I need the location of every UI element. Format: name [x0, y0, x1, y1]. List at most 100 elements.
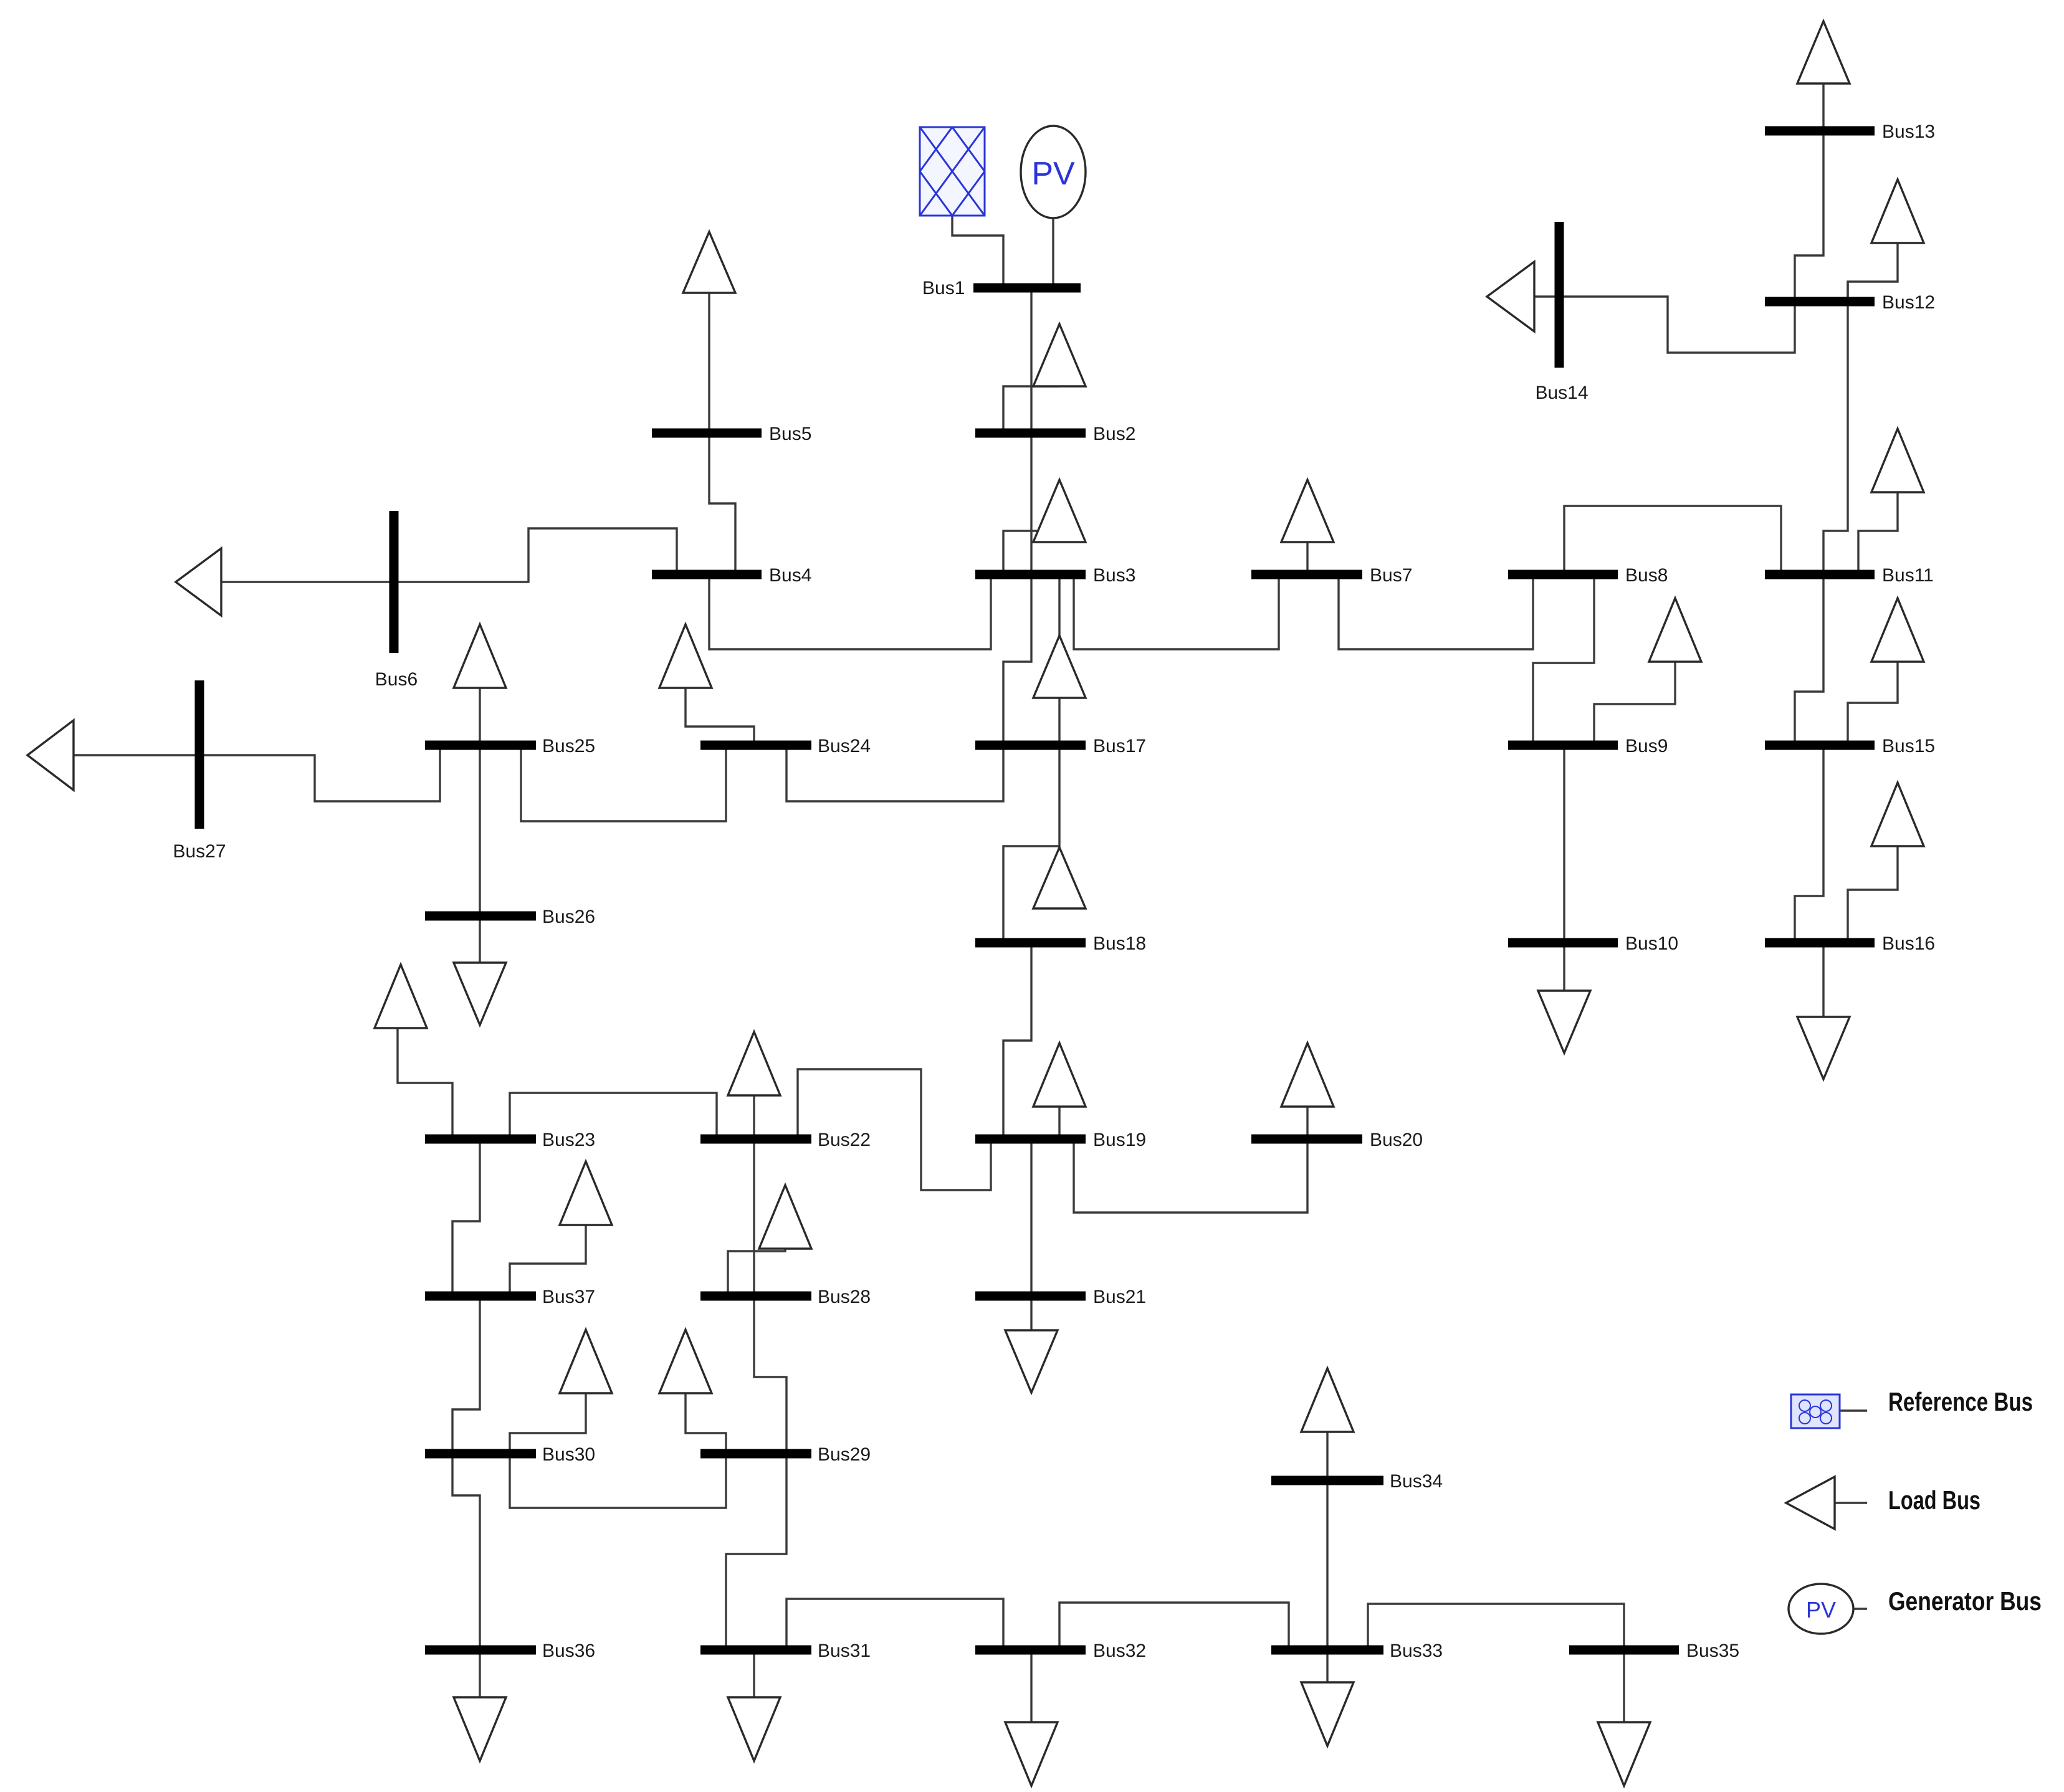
- load-bus36-icon: [452, 1696, 508, 1764]
- load-bus29-icon: [657, 1327, 714, 1394]
- wire-bus31-bus32: [785, 1598, 1005, 1650]
- bus34-label: Bus34: [1390, 1471, 1443, 1492]
- wire-bus28-bus29: [753, 1296, 788, 1454]
- load-bus35-icon: [1596, 1721, 1652, 1789]
- wire-bus18-bus19: [1002, 943, 1033, 1139]
- load-bus14-icon: [1485, 259, 1536, 334]
- bus21-label: Bus21: [1093, 1287, 1146, 1307]
- load-bus37-icon: [558, 1158, 614, 1226]
- load-bus21-icon: [1003, 1329, 1059, 1396]
- wire-bus30-bus36: [451, 1454, 481, 1650]
- load-bus10-icon: [1536, 989, 1592, 1056]
- wire-bus33-bus35: [1367, 1603, 1625, 1650]
- bus-bars: [194, 126, 1875, 1655]
- bus9-label: Bus9: [1625, 736, 1668, 756]
- legend: Reference Bus Load Bus PV Generator Bus: [1784, 1387, 2042, 1635]
- wire-bus7-bus8: [1337, 574, 1534, 651]
- wire-bus25-bus27: [199, 745, 441, 803]
- bus23-label: Bus23: [542, 1130, 595, 1150]
- bus30-label: Bus30: [542, 1444, 595, 1465]
- bus29-label: Bus29: [818, 1444, 871, 1465]
- wire-bus3-bus4: [708, 574, 992, 651]
- bus27-label: Bus27: [173, 841, 226, 862]
- bus6-label: Bus6: [375, 669, 418, 690]
- wire-bus13-bus12: [1794, 131, 1825, 302]
- loads: [26, 18, 1926, 1789]
- wire-bus32-bus33: [1058, 1601, 1290, 1650]
- bus18-label: Bus18: [1093, 933, 1146, 954]
- wire-bus11-bus15: [1794, 574, 1825, 745]
- load-bus12-icon: [1870, 176, 1926, 244]
- wire-bus9-load: [1593, 662, 1676, 745]
- wire-bus19-bus22: [796, 1068, 992, 1191]
- wire-bus15-load: [1847, 662, 1899, 745]
- wire-bus12-bus11: [1822, 282, 1849, 574]
- wire-bus28-load: [727, 1245, 786, 1296]
- generator-bus-symbol: PV: [1020, 125, 1087, 219]
- legend-generator-icon: PV: [1787, 1583, 1855, 1635]
- bus25-label: Bus25: [542, 736, 595, 756]
- load-bus27-icon: [26, 718, 75, 793]
- load-bus34-icon: [1299, 1365, 1355, 1433]
- wire-bus16-load: [1847, 846, 1899, 943]
- legend-pv-label: PV: [1806, 1597, 1836, 1623]
- wire-bus29-bus31: [725, 1454, 788, 1650]
- load-bus33-icon: [1299, 1681, 1355, 1749]
- bus7-label: Bus7: [1370, 565, 1412, 586]
- bus24-label: Bus24: [818, 736, 871, 756]
- load-bus7-icon: [1279, 477, 1335, 543]
- bus13-label: Bus13: [1882, 122, 1935, 142]
- load-bus28-icon: [757, 1182, 813, 1250]
- load-bus30-icon: [558, 1327, 614, 1394]
- wire-bus5-bus4: [708, 433, 737, 574]
- wire-bus3-bus17: [1002, 574, 1033, 745]
- wire-bus15-bus16: [1794, 745, 1825, 943]
- wire-bus22-bus23: [509, 1092, 718, 1139]
- bus37-label: Bus37: [542, 1287, 595, 1307]
- load-bus3-icon: [1031, 477, 1087, 543]
- generator-pv-label: PV: [1031, 156, 1075, 192]
- bus3-label: Bus3: [1093, 565, 1135, 586]
- bus15-label: Bus15: [1882, 736, 1935, 756]
- bus5-label: Bus5: [769, 424, 811, 444]
- bus4-label: Bus4: [769, 565, 811, 586]
- wire-bus3-bus7: [1073, 574, 1280, 651]
- bus36-label: Bus36: [542, 1641, 595, 1661]
- load-bus11-icon: [1870, 426, 1926, 493]
- bus11-label: Bus11: [1882, 565, 1934, 586]
- wire-bus30-load: [509, 1393, 587, 1454]
- load-bus32-icon: [1003, 1721, 1059, 1789]
- wire-bus24-load: [684, 688, 755, 745]
- load-bus16-down-icon: [1795, 1016, 1851, 1082]
- legend-generator-label: Generator Bus: [1888, 1586, 2042, 1616]
- load-bus22-icon: [726, 1029, 782, 1097]
- legend-reference-label: Reference Bus: [1888, 1387, 2033, 1416]
- wire-bus24-bus25: [520, 745, 727, 822]
- bus32-label: Bus32: [1093, 1641, 1146, 1661]
- bus14-label: Bus14: [1535, 383, 1588, 403]
- bus12-label: Bus12: [1882, 292, 1935, 313]
- bus20-label: Bus20: [1370, 1130, 1423, 1150]
- load-bus15-icon: [1870, 595, 1926, 663]
- bus10-label: Bus10: [1625, 933, 1678, 954]
- load-bus25-icon: [452, 621, 508, 689]
- bus26-label: Bus26: [542, 907, 595, 927]
- wire-bus37-bus30: [451, 1296, 481, 1454]
- load-bus9-icon: [1647, 595, 1703, 663]
- wire-bus12-load: [1847, 243, 1899, 302]
- bus35-label: Bus35: [1686, 1641, 1739, 1661]
- load-bus16-icon: [1870, 779, 1926, 847]
- wire-bus29-load: [684, 1393, 727, 1454]
- wire-bus12-bus14: [1559, 295, 1796, 354]
- wire-ref-to-bus1: [951, 216, 1005, 288]
- bus-labels: Bus1 Bus2 Bus3 Bus4 Bus5 Bus6 Bus7 Bus8 …: [173, 122, 1935, 1661]
- wire-bus23-load: [396, 1028, 454, 1139]
- wire-bus11-load: [1857, 492, 1899, 574]
- bus17-label: Bus17: [1093, 736, 1146, 756]
- connection-lines: [74, 83, 1899, 1722]
- wire-bus19-bus20: [1073, 1139, 1309, 1214]
- wire-bus8-bus11: [1563, 505, 1782, 574]
- bus8-label: Bus8: [1625, 565, 1668, 586]
- load-bus24-icon: [657, 621, 714, 689]
